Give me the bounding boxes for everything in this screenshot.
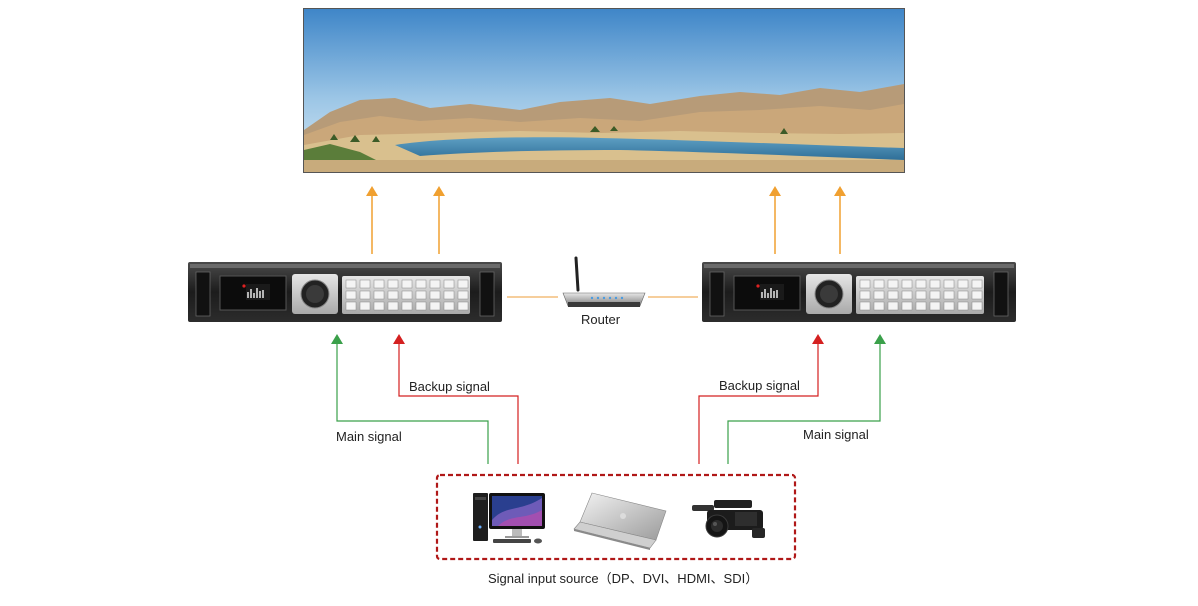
backup-signal-label-left: Backup signal — [409, 379, 490, 394]
main-signal-label-left: Main signal — [336, 429, 402, 444]
laptop-icon — [573, 492, 667, 550]
output-arrow — [433, 186, 445, 254]
output-arrow — [769, 186, 781, 254]
output-arrow — [366, 186, 378, 254]
video-processor-left — [188, 262, 502, 322]
output-arrows — [366, 186, 846, 254]
desktop-pc-icon — [473, 493, 545, 544]
backup-signal-line-right — [698, 334, 824, 464]
router-icon — [562, 256, 646, 307]
led-screen — [303, 8, 905, 173]
video-camera-icon — [692, 500, 765, 538]
output-arrow — [834, 186, 846, 254]
main-signal-line-right — [727, 334, 886, 464]
main-signal-line-left — [331, 334, 489, 464]
source-box — [435, 473, 797, 561]
source-caption: Signal input source（DP、DVI、HDMI、SDI） — [488, 571, 759, 586]
video-processor-right — [702, 262, 1016, 322]
main-signal-label-right: Main signal — [803, 427, 869, 442]
backup-signal-label-right: Backup signal — [719, 378, 800, 393]
backup-signal-line-left — [393, 334, 519, 464]
router-label: Router — [581, 312, 621, 327]
